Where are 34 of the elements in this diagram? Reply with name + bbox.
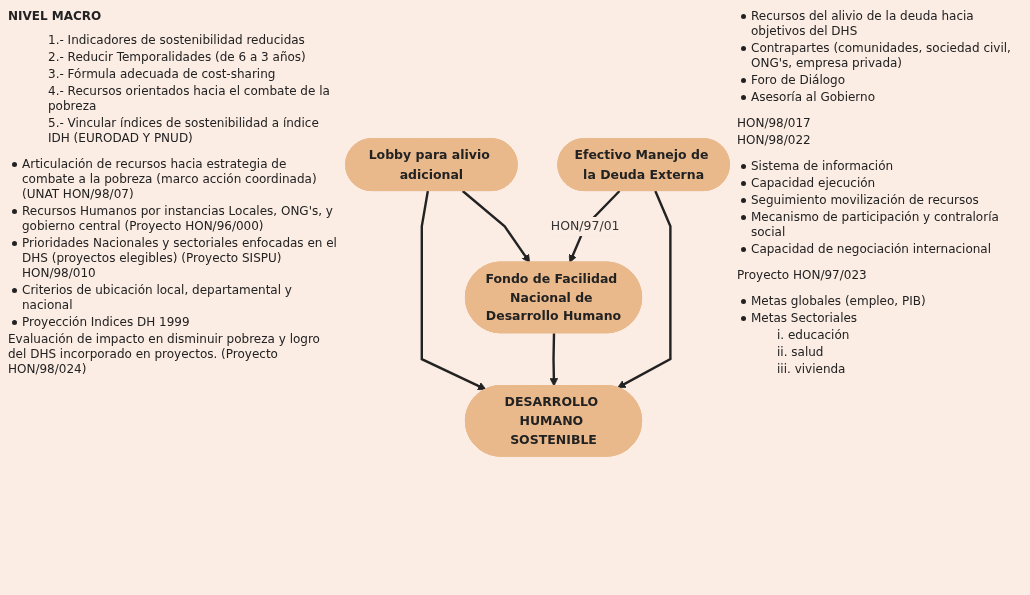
bullet-item: Metas Sectoriales	[737, 311, 1022, 326]
list-item: 4.- Recursos orientados hacia el combate de la pobreza	[47, 84, 331, 114]
bullet-item: Foro de Diálogo	[737, 73, 1022, 88]
bullet-item: Capacidad ejecución	[737, 176, 1022, 191]
list-item: 3.- Fórmula adecuada de cost-sharing	[47, 67, 277, 82]
arrow	[617, 190, 672, 389]
list-item: Proyecto HON/97/023	[737, 268, 868, 283]
bullet-item: Contrapartes (comunidades, sociedad civil, ONG's, empresa privada)	[737, 41, 1022, 71]
list-item: i. educación	[776, 328, 851, 343]
bullet-item: Capacidad de negociación internacional	[737, 242, 1022, 257]
bullet-item: Recursos Humanos por instancias Locales, ONG's, y gobierno central (Proyecto HON/96/000)	[8, 204, 338, 234]
bullet-item: Articulación de recursos hacia estrategia de combate a la pobreza (marco acción coordinada) (UNAT HON/98/07)	[8, 157, 338, 202]
list-item: 5.- Vincular índices de sostenibilidad a índice IDH (EURODAD Y PNUD)	[47, 116, 320, 146]
bullet-item: Proyección Indices DH 1999	[8, 315, 338, 330]
arrow	[420, 190, 487, 391]
bullet-item: Asesoría al Gobierno	[737, 90, 1022, 105]
bullet-item: Sistema de información	[737, 159, 1022, 174]
bullet-item: Seguimiento movilización de recursos	[737, 193, 1022, 208]
list-item: 2.- Reducir Temporalidades (de 6 a 3 años)	[47, 50, 307, 65]
list-item: 1.- Indicadores de sostenibilidad reducidas	[47, 33, 306, 48]
list-item: HON/98/022	[737, 133, 812, 148]
bullet-item: Mecanismo de participación y contraloría social	[737, 210, 1022, 240]
bullet-item: Prioridades Nacionales y sectoriales enfocadas en el DHS (proyectos elegibles) (Proyecto SISPU) HON/98/010	[8, 236, 338, 281]
heading: NIVEL MACRO	[8, 9, 103, 24]
arrow	[549, 333, 559, 387]
list-item: HON/98/017	[737, 116, 812, 131]
edge-label: HON/97/01	[550, 218, 620, 234]
bullet-item: Criterios de ubicación local, departamental y nacional	[8, 283, 338, 313]
list-item: ii. salud	[776, 345, 825, 360]
arrow	[461, 190, 531, 264]
bullet-item: Recursos del alivio de la deuda hacia objetivos del DHS	[737, 9, 1022, 39]
list-item: iii. vivienda	[776, 362, 847, 377]
list-item: Evaluación de impacto en disminuir pobreza y logro del DHS incorporado en proyectos. (Proyecto HON/98/024)	[8, 332, 321, 377]
bullet-item: Metas globales (empleo, PIB)	[737, 294, 1022, 309]
